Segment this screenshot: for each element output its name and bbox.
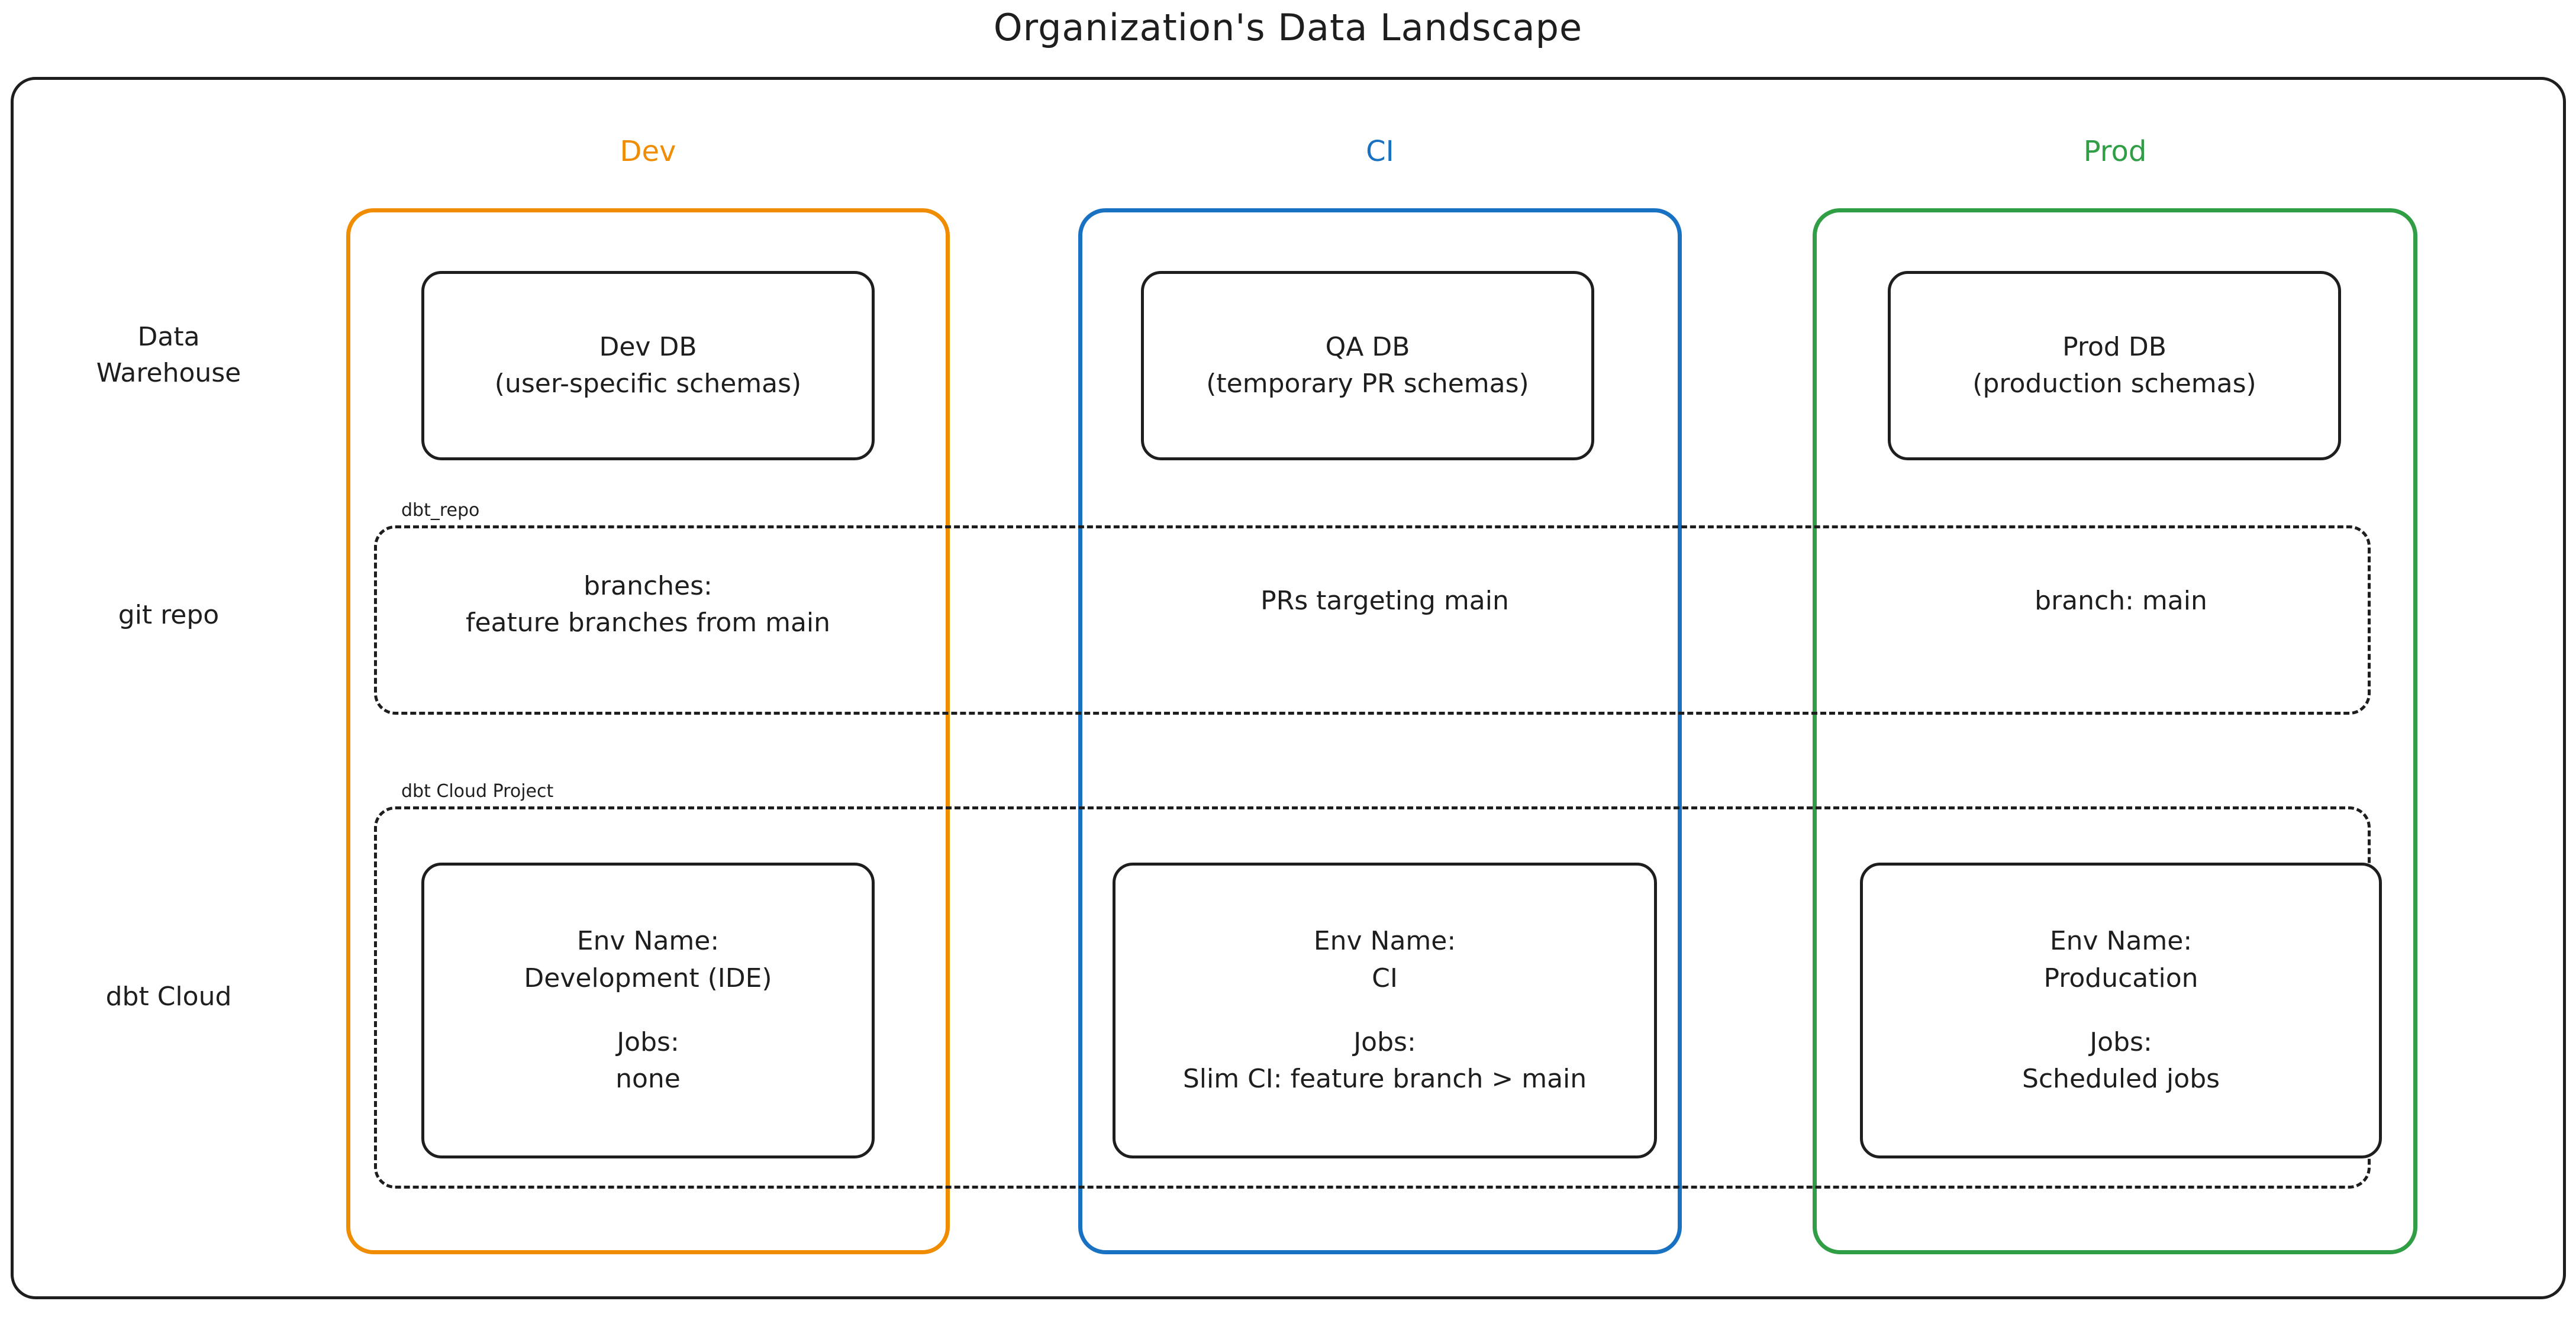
row-label-dbt-cloud: dbt Cloud xyxy=(105,982,232,1012)
page-title: Organization's Data Landscape xyxy=(993,6,1583,49)
node-qa-db-line1: QA DB xyxy=(1325,331,1410,362)
row-label-git-repo: git repo xyxy=(118,600,220,630)
node-qa-db-line2: (temporary PR schemas) xyxy=(1206,369,1529,399)
node-dbt-env-ci-name-label: Env Name: xyxy=(1313,926,1456,957)
git-text-dev: branches: feature branches from main xyxy=(465,571,831,638)
node-dbt-env-ci-name-value: CI xyxy=(1372,963,1398,993)
node-dbt-env-dev-jobs-value: none xyxy=(615,1064,681,1095)
column-header-dev: Dev xyxy=(620,135,676,168)
column-header-ci: CI xyxy=(1366,135,1394,168)
node-dbt-env-prod-jobs-label: Jobs: xyxy=(2090,1027,2152,1057)
node-dbt-env-ci: Env Name: CI Jobs: Slim CI: feature bran… xyxy=(1113,863,1657,1158)
node-dbt-env-ci-jobs-value: Slim CI: feature branch > main xyxy=(1182,1064,1587,1095)
git-text-ci: PRs targeting main xyxy=(1260,586,1509,616)
group-dbt-repo xyxy=(374,525,2371,715)
node-dbt-env-dev-name-value: Development (IDE) xyxy=(524,963,772,993)
node-dbt-env-dev: Env Name: Development (IDE) Jobs: none xyxy=(421,863,875,1158)
column-header-prod: Prod xyxy=(2083,135,2147,168)
node-dbt-env-dev-name-label: Env Name: xyxy=(576,926,720,957)
node-dev-db: Dev DB (user-specific schemas) xyxy=(421,271,875,460)
env-container-dev xyxy=(346,208,950,1254)
env-container-ci xyxy=(1078,208,1682,1254)
git-text-prod: branch: main xyxy=(2035,586,2207,616)
node-dbt-env-prod-jobs-value: Scheduled jobs xyxy=(2022,1064,2220,1095)
group-dbt-repo-label: dbt_repo xyxy=(395,500,486,521)
group-dbt-cloud-project-label: dbt Cloud Project xyxy=(395,781,560,802)
node-dbt-env-prod-name-value: Producation xyxy=(2043,963,2198,993)
node-prod-db: Prod DB (production schemas) xyxy=(1888,271,2341,460)
env-container-prod xyxy=(1813,208,2417,1254)
node-prod-db-line1: Prod DB xyxy=(2062,331,2166,362)
node-qa-db: QA DB (temporary PR schemas) xyxy=(1141,271,1594,460)
node-dev-db-line1: Dev DB xyxy=(599,331,697,362)
node-dbt-env-prod: Env Name: Producation Jobs: Scheduled jo… xyxy=(1860,863,2382,1158)
row-label-data-warehouse: Data Warehouse xyxy=(96,322,241,388)
node-dev-db-line2: (user-specific schemas) xyxy=(494,369,802,399)
node-dbt-env-dev-jobs-label: Jobs: xyxy=(617,1027,679,1057)
node-prod-db-line2: (production schemas) xyxy=(1972,369,2256,399)
node-dbt-env-ci-jobs-label: Jobs: xyxy=(1353,1027,1416,1057)
outer-frame xyxy=(11,77,2566,1299)
node-dbt-env-prod-name-label: Env Name: xyxy=(2049,926,2193,957)
